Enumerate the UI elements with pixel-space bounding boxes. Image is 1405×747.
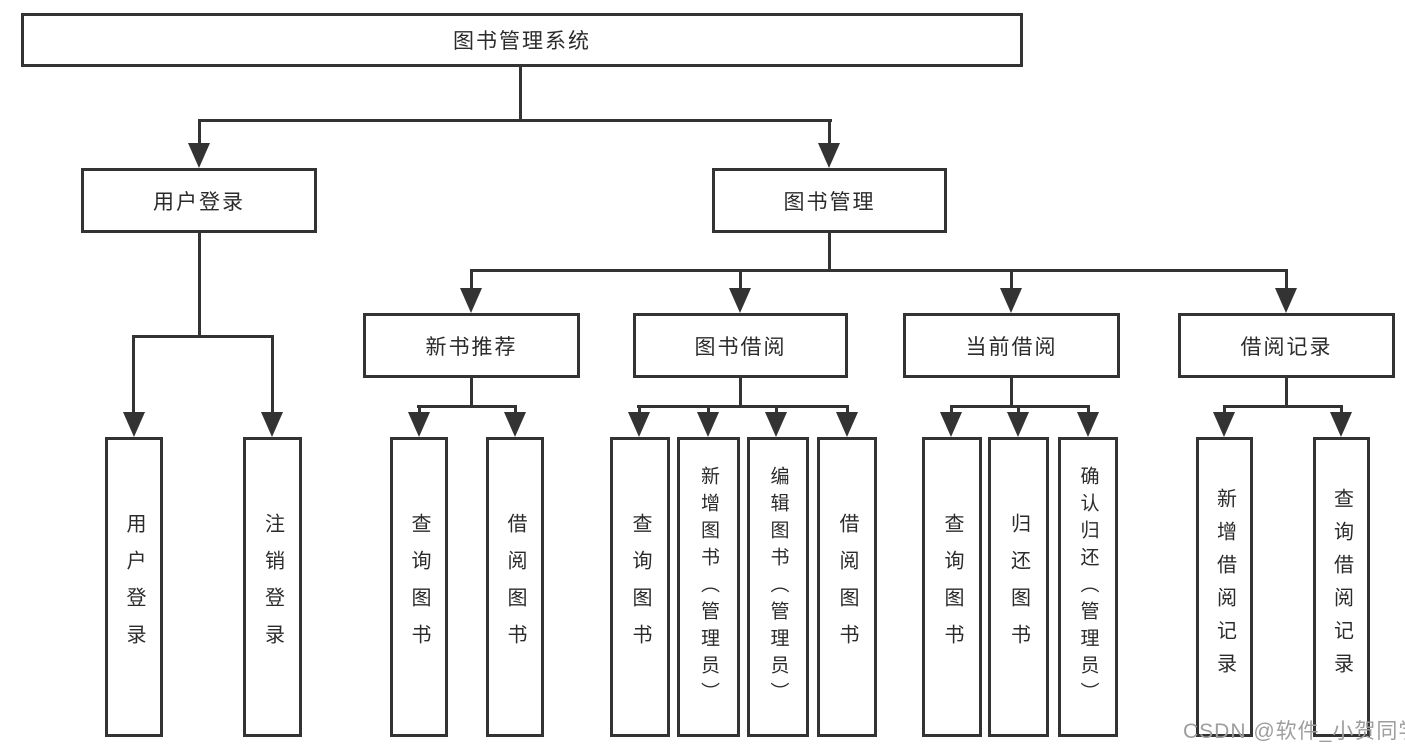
arrowhead-bookmgmt-icon — [818, 143, 840, 168]
leaf-currentborrow-query-label: 查询图书 — [941, 513, 963, 661]
edge-bb-query-drop — [638, 405, 641, 414]
node-book-borrow: 图书借阅 — [633, 313, 848, 378]
edge-br-add-drop — [1223, 405, 1226, 414]
leaf-currentborrow-return-label: 归还图书 — [1007, 513, 1030, 661]
node-book-mgmt: 图书管理 — [712, 168, 947, 233]
leaf-currentborrow-confirm: 确认归还（管理员） — [1058, 437, 1118, 737]
arrowhead-bb-edit-icon — [765, 412, 787, 437]
edge-records-stem — [1285, 378, 1288, 407]
edge-currentborrow-drop — [1010, 269, 1013, 290]
edge-userlogin-drop — [198, 119, 201, 146]
leaf-records-add-label: 新增借阅记录 — [1213, 488, 1236, 686]
csdn-watermark-text: CSDN @软件_小贺同学 — [1183, 720, 1405, 743]
edge-newbook-bar — [417, 405, 517, 408]
node-new-book-label: 新书推荐 — [425, 335, 518, 359]
leaf-user-login-label: 用户登录 — [123, 513, 145, 661]
node-book-borrow-label: 图书借阅 — [694, 335, 787, 359]
node-current-borrow: 当前借阅 — [903, 313, 1120, 378]
edge-br-query-drop — [1340, 405, 1343, 414]
edge-leaf-login-drop — [132, 335, 135, 414]
node-records-label: 借阅记录 — [1240, 335, 1333, 359]
arrowhead-cb-query-icon — [940, 412, 962, 437]
leaf-bookborrow-edit-label: 编辑图书（管理员） — [767, 465, 789, 709]
edge-root-stem — [519, 67, 522, 120]
edge-leaf-logout-drop — [271, 335, 274, 414]
edge-bb-add-drop — [707, 405, 710, 414]
node-root: 图书管理系统 — [21, 13, 1023, 67]
arrowhead-records-icon — [1275, 288, 1297, 313]
edge-nbr-query-drop — [418, 405, 421, 414]
arrowhead-userlogin-icon — [188, 143, 210, 168]
leaf-bookborrow-borrow-label: 借阅图书 — [836, 513, 858, 661]
arrowhead-leaf-login-icon — [123, 412, 145, 437]
node-current-borrow-label: 当前借阅 — [965, 335, 1058, 359]
leaf-bookborrow-borrow: 借阅图书 — [817, 437, 877, 737]
csdn-watermark: CSDN @软件_小贺同学 — [1183, 715, 1405, 745]
edge-bb-borrow-drop — [846, 405, 849, 414]
edge-records-drop — [1285, 269, 1288, 290]
leaf-bookborrow-add: 新增图书（管理员） — [677, 437, 740, 737]
leaf-logout: 注销登录 — [243, 437, 302, 737]
arrowhead-nbr-query-icon — [408, 412, 430, 437]
edge-bb-edit-drop — [775, 405, 778, 414]
leaf-newbook-query: 查询图书 — [390, 437, 448, 737]
leaf-bookborrow-query-label: 查询图书 — [629, 513, 651, 661]
edge-cb-return-drop — [1017, 405, 1020, 414]
node-user-login: 用户登录 — [81, 168, 317, 233]
edge-userlogin-stem — [198, 233, 201, 337]
arrowhead-br-query-icon — [1330, 412, 1352, 437]
edge-userlogin-bar — [132, 335, 274, 338]
node-records: 借阅记录 — [1178, 313, 1395, 378]
edge-currentborrow-stem — [1010, 378, 1013, 407]
leaf-logout-label: 注销登录 — [261, 513, 284, 661]
arrowhead-bb-query-icon — [628, 412, 650, 437]
node-new-book: 新书推荐 — [363, 313, 580, 378]
leaf-currentborrow-query: 查询图书 — [922, 437, 982, 737]
node-root-label: 图书管理系统 — [453, 30, 591, 53]
edge-nbr-borrow-drop — [514, 405, 517, 414]
edge-root-bar — [198, 119, 832, 122]
leaf-newbook-query-label: 查询图书 — [408, 513, 430, 661]
leaf-bookborrow-query: 查询图书 — [610, 437, 670, 737]
leaf-records-query-label: 查询借阅记录 — [1330, 488, 1353, 686]
arrowhead-leaf-logout-icon — [261, 412, 283, 437]
edge-bookborrow-stem — [739, 378, 742, 407]
edge-newbook-drop — [470, 269, 473, 290]
arrowhead-bookborrow-icon — [729, 288, 751, 313]
leaf-newbook-borrow: 借阅图书 — [486, 437, 544, 737]
edge-bookmgmt-bar — [470, 269, 1287, 272]
arrowhead-nbr-borrow-icon — [504, 412, 526, 437]
leaf-currentborrow-return: 归还图书 — [988, 437, 1049, 737]
arrowhead-bb-borrow-icon — [836, 412, 858, 437]
arrowhead-cb-return-icon — [1007, 412, 1029, 437]
arrowhead-bb-add-icon — [697, 412, 719, 437]
arrowhead-cb-confirm-icon — [1077, 412, 1099, 437]
edge-bookmgmt-drop — [828, 119, 831, 146]
node-book-mgmt-label: 图书管理 — [783, 190, 876, 214]
leaf-bookborrow-add-label: 新增图书（管理员） — [698, 465, 719, 709]
edge-newbook-stem — [470, 378, 473, 407]
edge-bookmgmt-stem — [828, 233, 831, 272]
edge-cb-confirm-drop — [1087, 405, 1090, 414]
edge-bookborrow-drop — [739, 269, 742, 290]
arrowhead-currentborrow-icon — [1000, 288, 1022, 313]
arrowhead-br-add-icon — [1213, 412, 1235, 437]
edge-records-bar — [1223, 405, 1343, 408]
leaf-records-query: 查询借阅记录 — [1313, 437, 1370, 737]
leaf-newbook-borrow-label: 借阅图书 — [504, 513, 526, 661]
edge-cb-query-drop — [950, 405, 953, 414]
leaf-currentborrow-confirm-label: 确认归还（管理员） — [1077, 465, 1099, 709]
arrowhead-newbook-icon — [460, 288, 482, 313]
leaf-user-login: 用户登录 — [105, 437, 163, 737]
leaf-bookborrow-edit: 编辑图书（管理员） — [747, 437, 809, 737]
leaf-records-add: 新增借阅记录 — [1196, 437, 1253, 737]
edge-bookborrow-bar — [637, 405, 848, 408]
node-user-login-label: 用户登录 — [153, 190, 245, 214]
